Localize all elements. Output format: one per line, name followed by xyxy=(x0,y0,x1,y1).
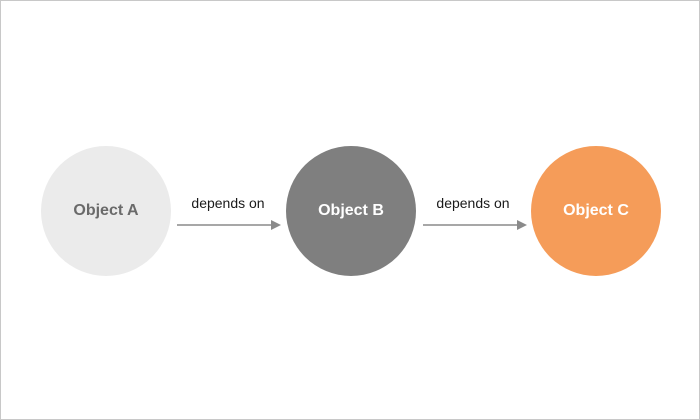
arrow-a-to-b xyxy=(177,220,281,230)
node-object-b-label: Object B xyxy=(318,202,384,219)
node-object-a-label: Object A xyxy=(73,202,139,219)
node-object-b: Object B xyxy=(286,146,416,276)
edge-label-a-b: depends on xyxy=(191,195,265,211)
node-object-a: Object A xyxy=(41,146,171,276)
node-object-c: Object C xyxy=(531,146,661,276)
arrow-b-to-c xyxy=(423,220,527,230)
edge-label-b-c: depends on xyxy=(436,195,510,211)
node-object-c-label: Object C xyxy=(563,202,629,219)
